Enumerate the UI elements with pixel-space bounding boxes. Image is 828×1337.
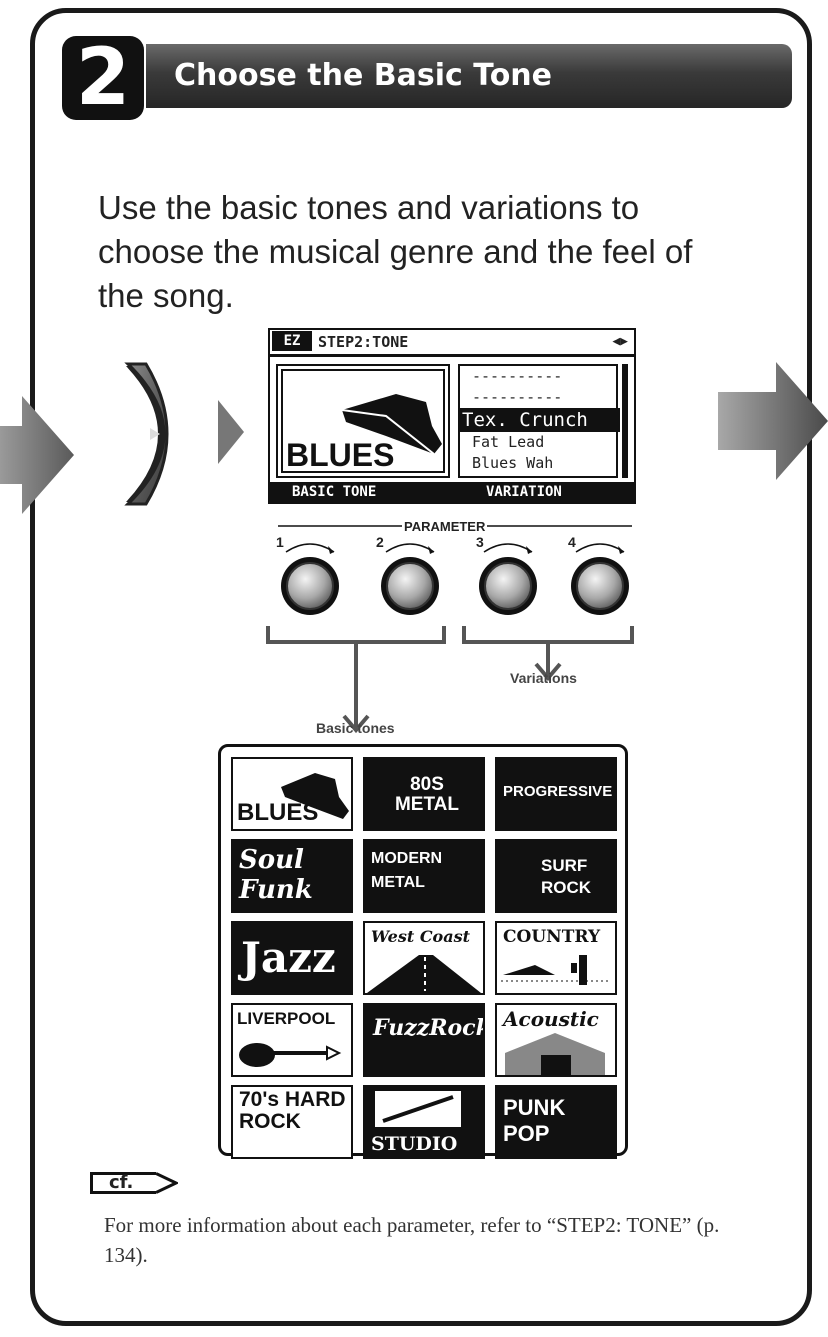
tone-tile-surf-rock: SURF ROCK [495,839,617,913]
tone-tile-acoustic: Acoustic [495,1003,617,1077]
tone-tile-fuzzrock: FuzzRock [363,1003,485,1077]
tone-label: Soul Funk [239,845,313,905]
cursor-right-button[interactable] [120,360,192,508]
blues-hat-icon [281,773,349,819]
tone-label: 80S METAL [394,774,460,815]
tone-label: BLUES [237,799,319,826]
tone-label: FuzzRock [373,1015,485,1041]
lcd-screen: EZ STEP2:TONE ◀▶ BLUES ---------- ------… [268,328,636,504]
lcd-page-arrows: ◀▶ [612,334,628,349]
tone-tile-studio: STUDIO [363,1085,485,1159]
knob-number: 2 [376,534,384,550]
lcd-header-title: STEP2:TONE [318,333,409,351]
tone-label: West Coast [371,927,470,946]
tone-label: SURF ROCK [541,856,592,897]
tone-label: COUNTRY [503,927,601,947]
lcd-mode-badge: EZ [272,331,312,351]
parameter-knob-1[interactable] [268,534,352,618]
road-icon [367,955,481,993]
tone-tile-west-coast: West Coast [363,921,485,995]
tone-tile-punk-pop: PUNK POP [495,1085,617,1159]
variation-scrollbar [622,364,628,478]
knob-bracket-arrows [266,626,634,734]
variations-caption: Variations [510,670,577,686]
variation-item-selected: Tex. Crunch [458,408,620,432]
tone-tile-liverpool: LIVERPOOL [231,1003,353,1077]
variation-list: ---------- ---------- Tex. Crunch Fat Le… [458,364,620,478]
variation-item: Blues Wah [472,454,554,472]
tone-label: Acoustic [503,1007,599,1031]
tone-tile-modern-metal: MODERN METAL [363,839,485,913]
parameter-knob-4[interactable] [558,534,642,618]
lcd-footer-variation: VARIATION [486,484,562,500]
lcd-header: EZ STEP2:TONE ◀▶ [270,330,634,357]
lcd-footer: BASIC TONE VARIATION [270,482,634,502]
tone-label: Jazz [241,933,336,982]
variation-item: ---------- [472,367,563,385]
barn-icon [505,1033,605,1075]
tone-label: MODERN METAL [371,850,443,891]
basic-tone-grid: BLUES 80S METAL PROGRESSIVE Soul Funk MO… [218,744,628,1159]
variation-item: ---------- [472,388,563,406]
step-title: Choose the Basic Tone [174,58,553,93]
cactus-icon [501,955,611,985]
tone-label: LIVERPOOL [237,1009,336,1028]
lcd-blues-art: BLUES [276,364,450,478]
basic-tones-caption: Basic tones [316,720,395,736]
lcd-footer-basic-tone: BASIC TONE [292,484,377,500]
knob-number: 4 [568,534,576,550]
parameter-knob-2[interactable] [368,534,452,618]
mixer-icon [375,1091,461,1127]
knob-number: 1 [276,534,284,550]
cf-pointer-icon [156,1172,178,1194]
tone-tile-70s-hard-rock: 70's HARD ROCK [231,1085,353,1159]
parameter-knob-3[interactable] [466,534,550,618]
tone-tile-country: COUNTRY [495,921,617,995]
intro-text: Use the basic tones and variations to ch… [98,189,693,314]
tone-label: 70's HARD ROCK [239,1088,346,1133]
left-flow-arrow-icon [0,396,74,514]
tone-tile-blues: BLUES [231,757,353,831]
small-arrow-icon [218,400,244,464]
variation-item: Fat Lead [472,433,545,451]
knob-number: 3 [476,534,484,550]
tone-tile-progressive: PROGRESSIVE [495,757,617,831]
tone-label: STUDIO [371,1133,458,1155]
tone-tile-80s-metal: 80S METAL [363,757,485,831]
title-bar [146,44,792,108]
tone-tile-jazz: Jazz [231,921,353,995]
tone-tile-soul-funk: Soul Funk [231,839,353,913]
tone-label: PUNK POP [503,1095,566,1146]
lcd-art-label: BLUES [286,437,394,473]
footnote-text: For more information about each paramete… [104,1213,720,1267]
step-number: 2 [62,36,144,120]
parameter-label: PARAMETER [402,519,488,534]
right-flow-arrow-icon [718,362,828,480]
tone-label: PROGRESSIVE [503,783,613,800]
cf-badge: cf. [90,1172,156,1194]
guitar-icon [239,1043,342,1067]
